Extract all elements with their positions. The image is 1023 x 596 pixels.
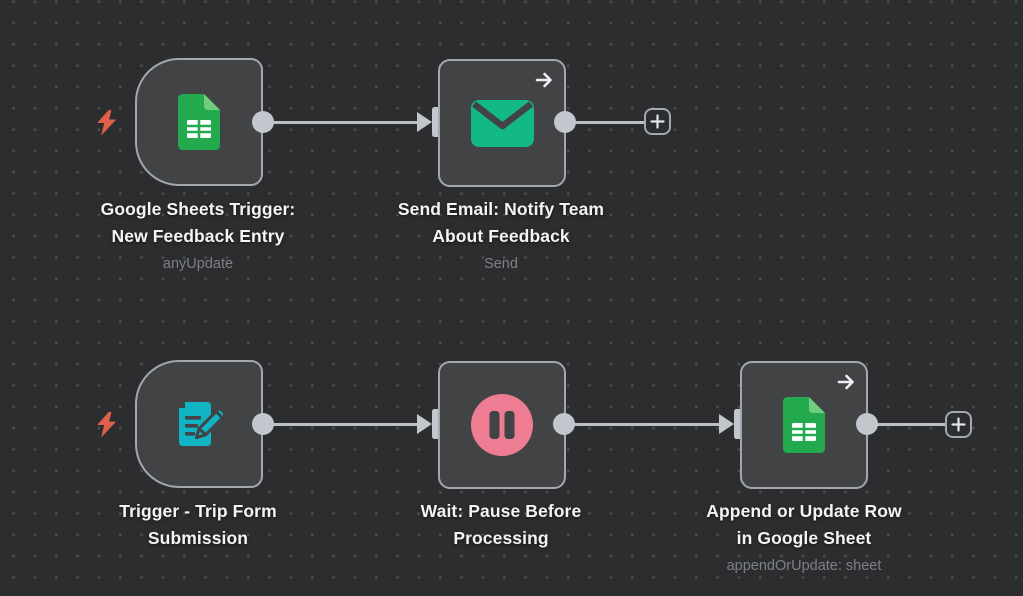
instant-trigger-bolt-icon [97, 411, 116, 438]
plus-icon [650, 114, 665, 129]
form-document-pencil-icon [179, 402, 223, 446]
node-google-sheets-trigger[interactable] [135, 58, 263, 186]
google-sheets-icon [178, 94, 220, 150]
connection-line[interactable] [567, 423, 722, 426]
node-title-line: Trigger - Trip Form [119, 501, 277, 521]
add-node-button[interactable] [644, 108, 671, 135]
node-wait[interactable] [438, 361, 566, 489]
node-label: Append or Update Row in Google Sheet app… [654, 498, 954, 576]
node-title-line: Append or Update Row [706, 501, 902, 521]
node-title-line: in Google Sheet [736, 528, 872, 548]
node-title-line: Google Sheets Trigger: [100, 199, 296, 219]
output-port[interactable] [856, 413, 878, 435]
output-port[interactable] [252, 413, 274, 435]
node-title-line: Processing [453, 528, 549, 548]
connection-line[interactable] [266, 423, 421, 426]
node-label: Wait: Pause Before Processing [351, 498, 651, 552]
node-send-email[interactable] [438, 59, 566, 187]
node-title-line: Send Email: Notify Team [397, 199, 605, 219]
plus-icon [951, 417, 966, 432]
node-subtitle: Send [484, 256, 518, 272]
node-label: Trigger - Trip Form Submission [48, 498, 348, 552]
node-form-trigger[interactable] [135, 360, 263, 488]
node-subtitle: appendOrUpdate: sheet [726, 558, 882, 574]
instant-trigger-bolt-icon [97, 109, 116, 136]
email-envelope-icon [470, 99, 534, 147]
node-append-update-sheet[interactable] [740, 361, 868, 489]
output-port[interactable] [554, 111, 576, 133]
add-node-button[interactable] [945, 411, 972, 438]
connection-line[interactable] [266, 121, 421, 124]
node-title-line: Submission [147, 528, 249, 548]
connection-arrowhead [417, 112, 432, 132]
node-title-line: Wait: Pause Before [420, 501, 582, 521]
connection-arrowhead [417, 414, 432, 434]
pause-circle-icon [471, 394, 533, 456]
google-sheets-icon [783, 397, 825, 453]
node-title-line: About Feedback [432, 226, 570, 246]
connection-line[interactable] [568, 121, 648, 124]
connection-arrowhead [719, 414, 734, 434]
node-subtitle: anyUpdate [162, 256, 234, 272]
execute-step-arrow-icon[interactable] [836, 372, 856, 392]
node-label: Google Sheets Trigger: New Feedback Entr… [48, 196, 348, 274]
node-label: Send Email: Notify Team About Feedback S… [351, 196, 651, 274]
output-port[interactable] [252, 111, 274, 133]
output-port[interactable] [553, 413, 575, 435]
node-title-line: New Feedback Entry [111, 226, 285, 246]
connection-line[interactable] [870, 423, 950, 426]
execute-step-arrow-icon[interactable] [534, 70, 554, 90]
